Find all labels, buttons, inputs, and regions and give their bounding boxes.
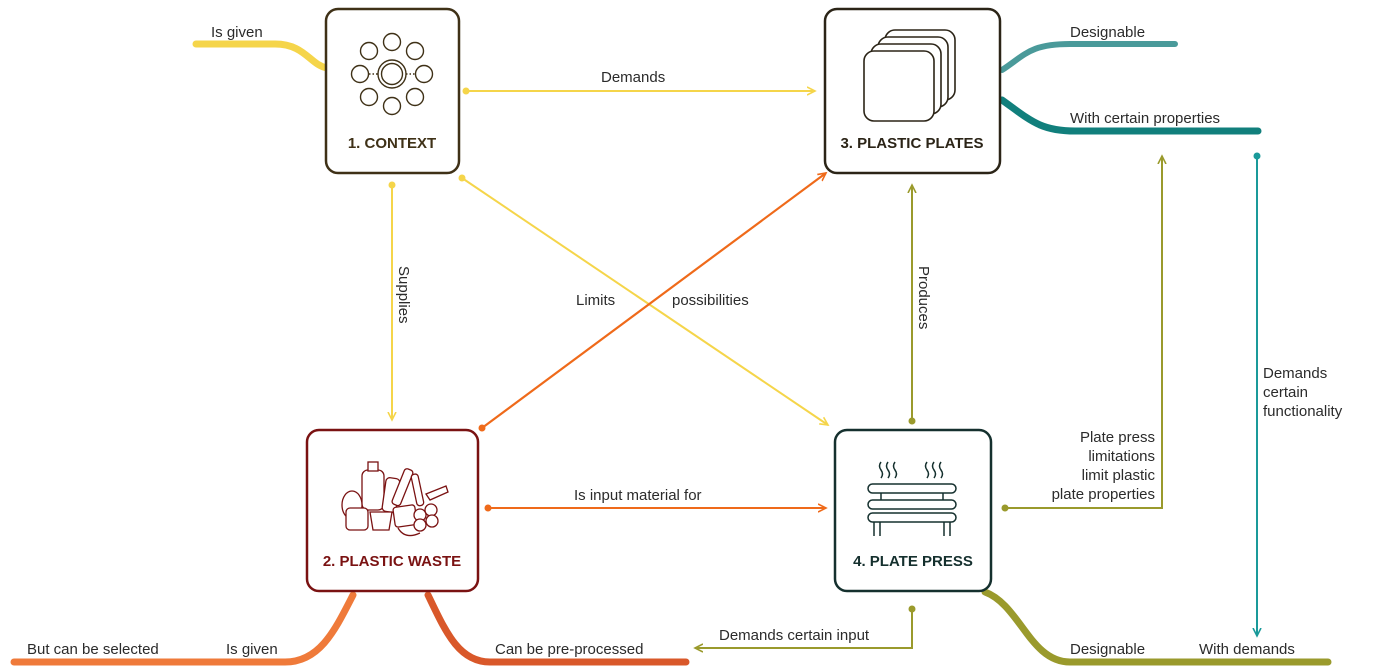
branch-label-plates-designable: Designable xyxy=(1070,24,1145,41)
edge-label-functionality-1: Demands xyxy=(1263,365,1327,382)
edge-functionality: Demands certain functionality xyxy=(1254,152,1343,637)
branch-label-waste-selected: But can be selected xyxy=(27,641,159,658)
node-plate-press: 4. PLATE PRESS xyxy=(833,428,993,593)
branch-waste-preprocessed xyxy=(424,591,690,666)
edge-input-material: Is input material for xyxy=(484,487,827,512)
branch-label-plates-properties: With certain properties xyxy=(1070,110,1220,127)
edge-label-input-material: Is input material for xyxy=(574,487,702,504)
node-plastic-waste: 2. PLASTIC WASTE xyxy=(305,428,480,593)
node-plastic-plates: 3. PLASTIC PLATES xyxy=(823,7,1002,175)
node-title-plate-press: 4. PLATE PRESS xyxy=(853,553,973,570)
edge-label-press-limit-1: Plate press xyxy=(1080,429,1155,446)
edge-label-functionality-2: certain xyxy=(1263,384,1308,401)
edge-limits-possibilities: Limits possibilities xyxy=(478,173,827,432)
branch-label-waste-given: Is given xyxy=(226,641,278,658)
stacked-plates-icon xyxy=(863,29,956,122)
edge-demands: Demands xyxy=(462,69,816,95)
node-title-context: 1. CONTEXT xyxy=(348,135,436,152)
edge-label-press-limit-2: limitations xyxy=(1088,448,1155,465)
edge-context-press xyxy=(458,174,829,426)
edge-label-press-limit-4: plate properties xyxy=(1052,486,1155,503)
edge-label-functionality-3: functionality xyxy=(1263,403,1343,420)
branch-label-waste-preprocessed: Can be pre-processed xyxy=(495,641,643,658)
edge-label-supplies: Supplies xyxy=(395,266,412,324)
edge-demands-input: Demands certain input xyxy=(695,605,916,649)
edge-produces: Produces xyxy=(909,185,932,425)
edge-label-possibilities: possibilities xyxy=(672,292,749,309)
branch-waste-given xyxy=(10,591,357,666)
edge-label-limits: Limits xyxy=(576,292,615,309)
edge-label-demands-input: Demands certain input xyxy=(719,627,870,644)
edge-label-press-limit-3: limit plastic xyxy=(1082,467,1156,484)
node-context: 1. CONTEXT xyxy=(324,7,461,175)
edge-supplies: Supplies xyxy=(389,181,412,421)
circle-network-icon xyxy=(350,32,434,116)
node-title-plastic-plates: 3. PLASTIC PLATES xyxy=(840,135,983,152)
node-title-plastic-waste: 2. PLASTIC WASTE xyxy=(323,553,461,570)
plastic-waste-icon xyxy=(341,461,449,537)
edge-label-produces: Produces xyxy=(915,266,932,329)
plate-press-icon xyxy=(867,461,957,536)
branch-label-press-designable: Designable xyxy=(1070,641,1145,658)
branch-press-demands xyxy=(981,588,1332,666)
branch-context-given xyxy=(192,40,331,72)
branch-label-press-demands: With demands xyxy=(1199,641,1295,658)
edge-label-demands: Demands xyxy=(601,69,665,86)
branch-plates-designable xyxy=(999,41,1178,73)
edge-press-limitations: Plate press limitations limit plastic pl… xyxy=(1001,156,1163,512)
branch-label-context-given: Is given xyxy=(211,24,263,41)
branch-plates-properties xyxy=(998,96,1262,135)
